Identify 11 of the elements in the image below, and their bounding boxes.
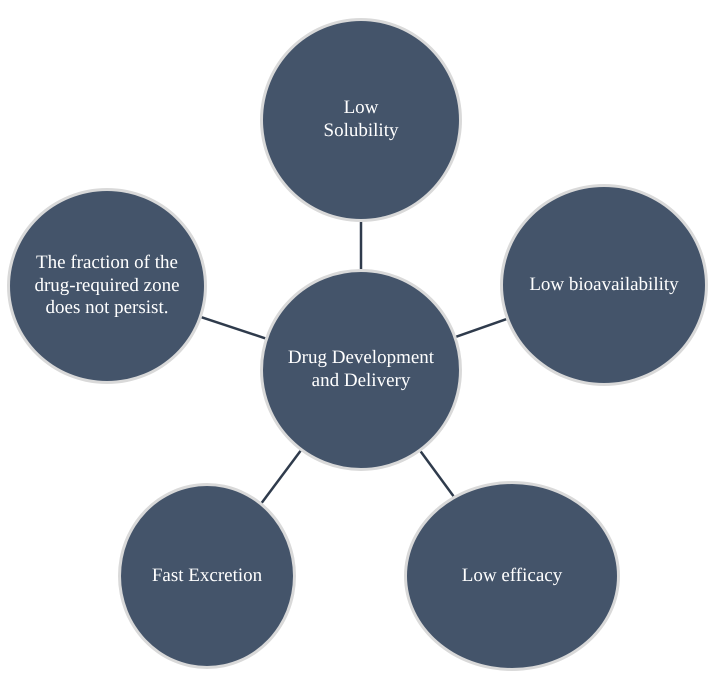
connector-line [201,316,266,340]
connector-line [456,318,507,338]
node-label: Low bioavailability [528,274,680,296]
connector-line [420,450,454,497]
node-label: Fast Excretion [150,564,264,588]
connector-line [360,222,362,269]
node-label: Drug Development and Delivery [286,347,436,393]
node-label: Low efficacy [460,564,564,588]
connector-line [260,450,302,504]
node-label: The fraction of the drug-required zone does not persist. [33,252,181,320]
node-label: Low Solubility [322,97,400,143]
